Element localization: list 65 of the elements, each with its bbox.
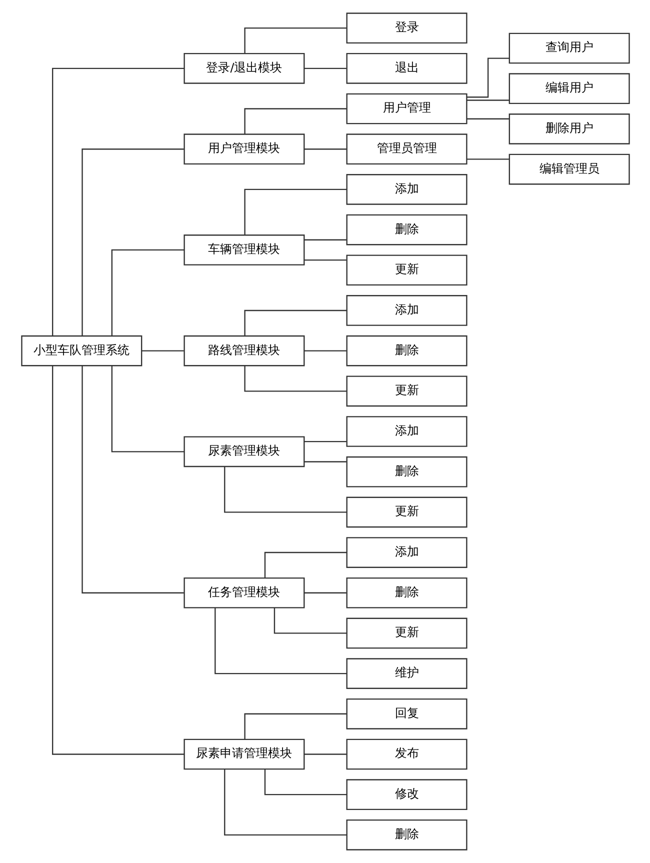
connector bbox=[52, 366, 184, 755]
node-box: 删除 bbox=[346, 577, 467, 608]
connector bbox=[304, 259, 346, 261]
connector bbox=[141, 350, 184, 352]
connector bbox=[466, 100, 508, 101]
node-box: 更新 bbox=[346, 618, 467, 649]
connector bbox=[304, 754, 346, 755]
connector bbox=[304, 441, 346, 442]
node-box: 维护 bbox=[346, 658, 467, 689]
node-box: 删除 bbox=[346, 820, 467, 850]
node-box: 更新 bbox=[346, 376, 467, 407]
connector bbox=[466, 158, 508, 160]
connector bbox=[52, 68, 184, 336]
node-box: 添加 bbox=[346, 295, 467, 326]
node-box: 尿素申请管理模块 bbox=[183, 738, 304, 770]
connector bbox=[466, 118, 508, 120]
connector bbox=[244, 108, 346, 134]
connector bbox=[110, 366, 184, 452]
node-box: 添加 bbox=[346, 537, 467, 568]
connector bbox=[264, 552, 346, 578]
node-box: 尿素管理模块 bbox=[183, 436, 304, 468]
node-box: 删除用户 bbox=[508, 114, 630, 144]
node-box: 登录 bbox=[346, 12, 467, 44]
node-box: 用户管理 bbox=[346, 93, 467, 124]
connector bbox=[110, 249, 184, 336]
connector bbox=[304, 461, 346, 462]
node-box: 登录/退出模块 bbox=[183, 53, 304, 84]
connector bbox=[264, 769, 346, 796]
connector bbox=[81, 148, 184, 336]
connector bbox=[244, 713, 346, 740]
node-box: 添加 bbox=[346, 416, 467, 447]
node-box: 删除 bbox=[346, 456, 467, 488]
connector bbox=[304, 68, 346, 70]
connector bbox=[244, 188, 346, 235]
node-box: 退出 bbox=[346, 53, 467, 84]
node-box: 修改 bbox=[346, 779, 467, 810]
connector bbox=[244, 310, 346, 336]
connector bbox=[224, 769, 346, 836]
node-box: 车辆管理模块 bbox=[183, 234, 304, 266]
node-box: 删除 bbox=[346, 214, 467, 246]
connector bbox=[224, 466, 346, 513]
connector bbox=[244, 366, 346, 392]
connector bbox=[304, 592, 346, 594]
node-box: 更新 bbox=[346, 496, 467, 528]
node-box: 回复 bbox=[346, 698, 467, 730]
node-box: 编辑用户 bbox=[508, 73, 630, 104]
node-box: 编辑管理员 bbox=[508, 154, 630, 185]
node-box: 更新 bbox=[346, 254, 467, 286]
node-box: 删除 bbox=[346, 335, 467, 366]
node-box: 用户管理模块 bbox=[183, 134, 304, 165]
node-box: 添加 bbox=[346, 174, 467, 205]
node-box: 发布 bbox=[346, 738, 467, 770]
node-box: 任务管理模块 bbox=[183, 577, 304, 608]
connector bbox=[244, 27, 346, 54]
connector bbox=[304, 148, 346, 150]
node-box: 查询用户 bbox=[508, 32, 630, 64]
node-box: 路线管理模块 bbox=[183, 335, 304, 366]
connector bbox=[304, 239, 346, 240]
connector bbox=[466, 58, 509, 98]
connector bbox=[304, 350, 346, 352]
connector bbox=[214, 608, 346, 674]
node-box: 管理员管理 bbox=[346, 134, 467, 165]
connector bbox=[273, 608, 346, 634]
node-box: 小型车队管理系统 bbox=[20, 335, 142, 366]
connector bbox=[81, 366, 184, 594]
